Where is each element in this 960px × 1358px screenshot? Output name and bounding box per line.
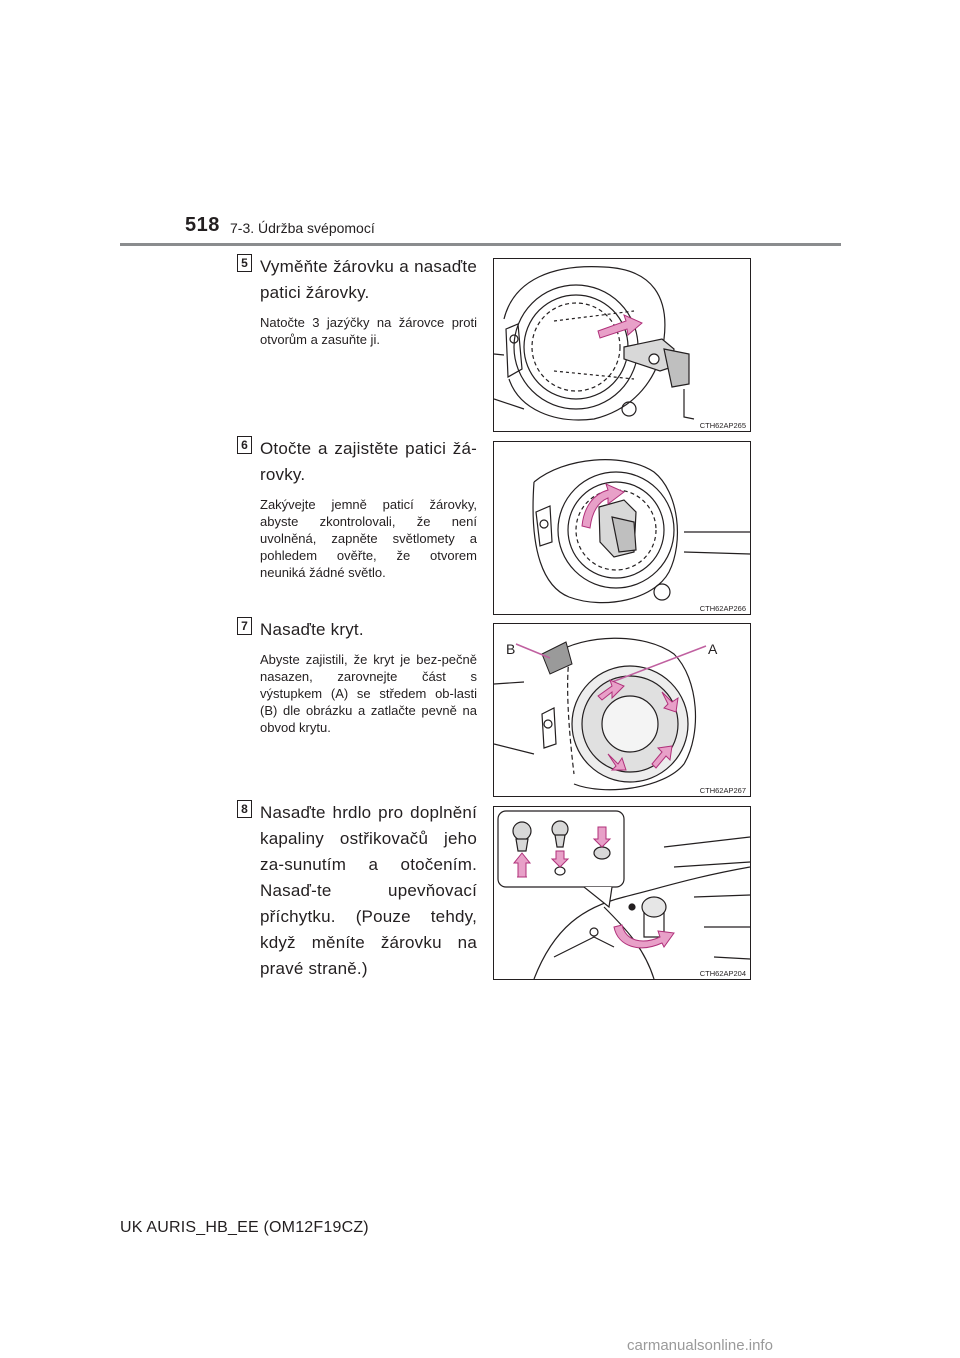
figure-bulb-lock: CTH62AP266 [493, 441, 751, 615]
footer-model-code: UK AURIS_HB_EE (OM12F19CZ) [120, 1219, 369, 1236]
watermark: carmanualsonline.info [627, 1337, 773, 1354]
step-title: Otočte a zajistěte patici žá-rovky. [260, 439, 477, 484]
step-description: Natočte 3 jazýčky na žárovce proti otvor… [260, 315, 477, 347]
label-a: A [708, 641, 718, 657]
step-5: 5 Vyměňte žárovku a nasaďte patici žárov… [237, 254, 477, 348]
figure-cover-install: B A CTH62AP267 [493, 623, 751, 797]
figure-code: CTH62AP266 [699, 604, 746, 613]
step-title: Nasaďte hrdlo pro doplnění kapaliny ostř… [260, 803, 477, 978]
step-title: Nasaďte kryt. [260, 620, 364, 639]
page-number: 518 [185, 214, 220, 236]
step-description: Zakývejte jemně paticí žárovky, abyste z… [260, 497, 477, 580]
step-number-badge: 5 [237, 254, 252, 272]
step-8: 8 Nasaďte hrdlo pro doplnění kapaliny os… [237, 800, 477, 982]
step-number-badge: 7 [237, 617, 252, 635]
label-b: B [506, 641, 515, 657]
step-7: 7 Nasaďte kryt. Abyste zajistili, že kry… [237, 617, 477, 736]
figure-code: CTH62AP267 [699, 786, 746, 795]
figure-code: CTH62AP265 [699, 421, 746, 430]
figure-bulb-insert: CTH62AP265 [493, 258, 751, 432]
step-description: Abyste zajistili, že kryt je bez-pečně n… [260, 652, 477, 735]
section-title: 7-3. Údržba svépomocí [230, 220, 375, 236]
step-number-badge: 6 [237, 436, 252, 454]
figure-code: CTH62AP204 [699, 969, 746, 978]
washer-inlet-illustration [497, 810, 750, 979]
figure-washer-inlet: CTH62AP204 [493, 806, 751, 980]
step-number-badge: 8 [237, 800, 252, 818]
step-title: Vyměňte žárovku a nasaďte patici žárovky… [260, 257, 477, 302]
bulb-insert-illustration [494, 266, 695, 421]
bulb-lock-illustration [532, 459, 750, 604]
cover-install-illustration: B A [494, 637, 718, 791]
step-6: 6 Otočte a zajistěte patici žá-rovky. Za… [237, 436, 477, 581]
header-rule [120, 243, 841, 246]
